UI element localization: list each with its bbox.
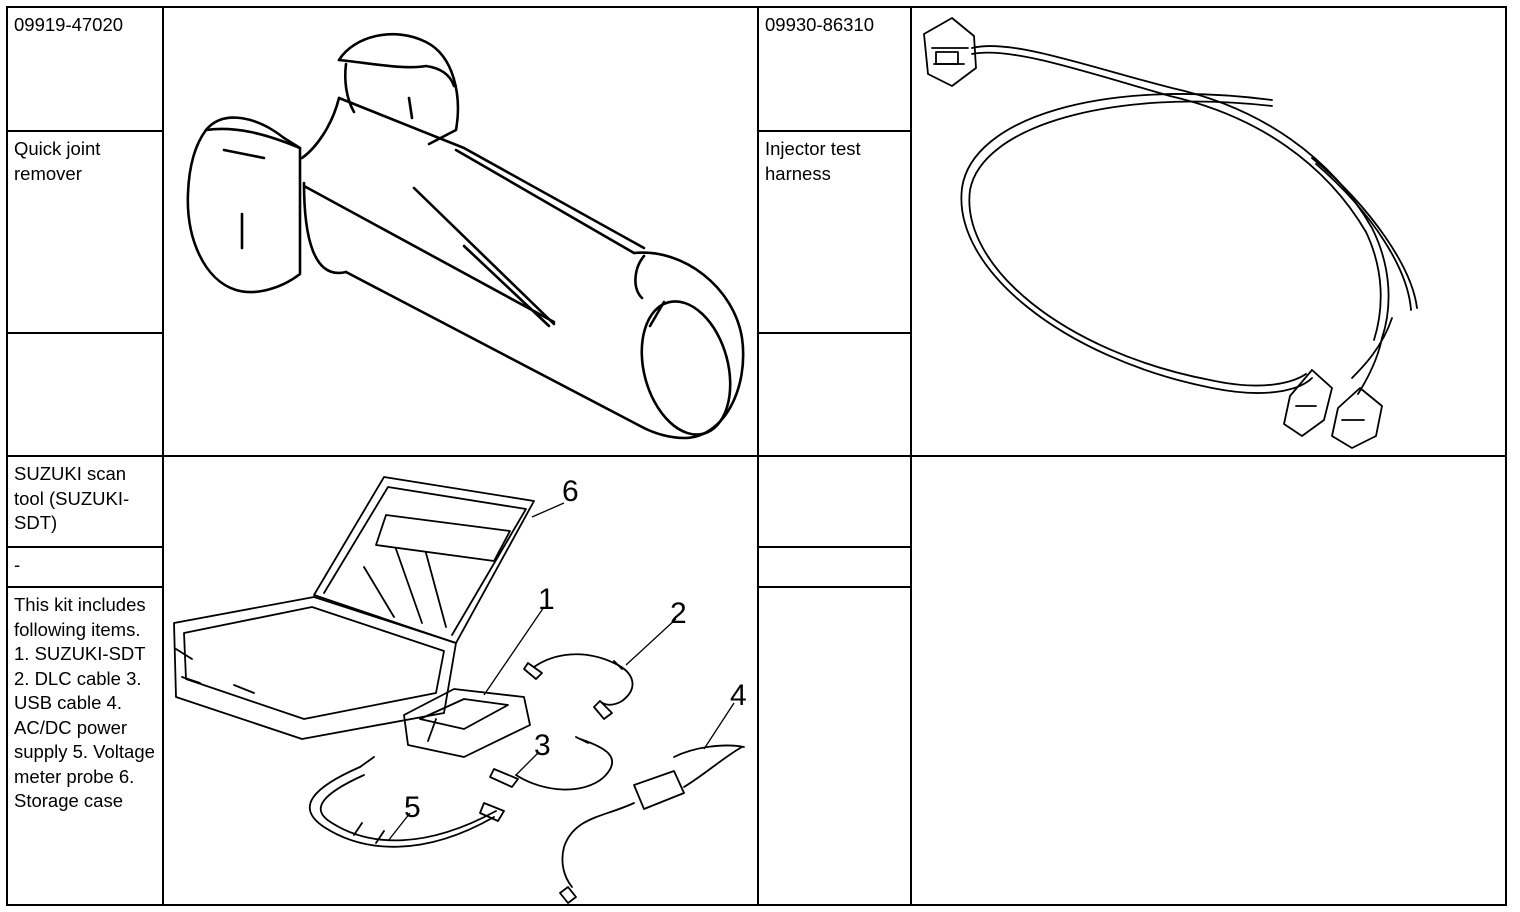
part-number: SUZUKI scan tool (SUZUKI-SDT) [14, 463, 130, 533]
callout-1: 1 [538, 583, 555, 616]
special-tools-table: 09919-47020 Quick joint remover 09930-86… [6, 6, 1507, 906]
tool-name: - [14, 554, 21, 575]
callout-4: 4 [730, 679, 747, 712]
row-divider [757, 332, 910, 334]
part-number-cell: SUZUKI scan tool (SUZUKI-SDT) [8, 457, 162, 546]
usb-cable [515, 738, 613, 791]
injector-test-harness-illustration [923, 17, 1418, 449]
row-divider [8, 332, 162, 334]
row-divider [757, 546, 910, 548]
scan-tool-kit-illustration: 1 2 3 4 5 6 [173, 475, 747, 904]
part-number-cell: 09919-47020 [8, 8, 162, 130]
callout-6: 6 [562, 475, 579, 508]
voltage-meter-probe [309, 766, 495, 848]
tool-name: Quick joint remover [14, 138, 101, 184]
row-divider [8, 586, 162, 588]
tool-extra-cell: This kit includes following items. 1. SU… [8, 588, 162, 904]
callout-3: 3 [534, 729, 551, 762]
callout-2: 2 [670, 597, 687, 630]
tool-name-cell: - [8, 548, 162, 586]
dlc-cable [533, 653, 634, 706]
storage-case-base [173, 596, 457, 740]
part-number-cell: 09930-86310 [759, 8, 910, 130]
tool-name-cell: Quick joint remover [8, 132, 162, 332]
row-divider [8, 130, 162, 132]
row-divider [757, 130, 910, 132]
tool-extra-cell [8, 334, 162, 455]
ac-dc-power-supply [633, 770, 685, 810]
part-number: 09930-86310 [765, 14, 875, 35]
callout-5: 5 [404, 791, 421, 824]
tool-extra-cell [759, 334, 910, 455]
row-divider [8, 546, 162, 548]
tool-name: Injector test harness [765, 138, 861, 184]
scan-tool-unit [403, 688, 531, 758]
row-divider [757, 586, 910, 588]
tool-extra: This kit includes following items. 1. SU… [14, 594, 155, 811]
tool-name-cell: Injector test harness [759, 132, 910, 332]
row-divider [8, 455, 1505, 457]
quick-joint-remover-illustration [186, 32, 745, 440]
part-number: 09919-47020 [14, 14, 124, 35]
